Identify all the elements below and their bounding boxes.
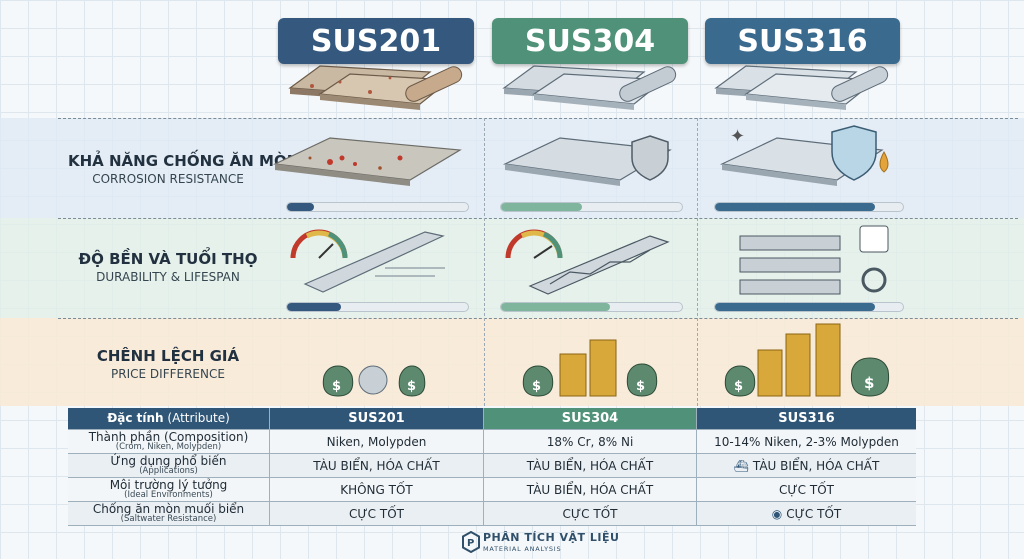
gauge-beam-icon (290, 229, 445, 293)
logo-title: PHÂN TÍCH VẬT LIỆU (483, 531, 620, 544)
ship-icon: ⛴ (733, 458, 749, 473)
row-label-main: Ứng dụng phổ biến (110, 453, 227, 468)
row-label-sub: (Applications) (139, 466, 198, 477)
svg-text:$: $ (532, 379, 541, 394)
divider (697, 118, 698, 406)
divider (58, 318, 1018, 319)
column-header-sus201: SUS201 (278, 18, 474, 64)
corrosion-level-sus316 (714, 202, 904, 212)
gauge-truss-icon (505, 229, 670, 295)
level-fill (715, 303, 875, 311)
cell-sus201: KHÔNG TỐT (270, 478, 484, 501)
table-header-sus304: SUS304 (484, 408, 697, 429)
rusty-plate-icon (272, 137, 462, 186)
cell-sus304: TÀU BIỂN, HÓA CHẤT (484, 478, 697, 501)
row-subtitle-price: PRICE DIFFERENCE (111, 367, 225, 381)
table-row: Thành phần (Composition) (Crom, Niken, M… (68, 430, 916, 454)
logo-subtitle: MATERIAL ANALYSIS (483, 545, 562, 553)
durability-level-sus316 (714, 302, 904, 312)
row-band-price (0, 318, 1024, 406)
divider (58, 218, 1018, 219)
corrosion-level-sus201 (286, 202, 469, 212)
durability-level-sus304 (500, 302, 683, 312)
cell-sus304: TÀU BIỂN, HÓA CHẤT (484, 454, 697, 477)
cell-sus201: CỰC TỐT (270, 502, 484, 525)
svg-text:✦: ✦ (730, 126, 745, 147)
row-title-durability: ĐỘ BỀN VÀ TUỔI THỌ (78, 250, 258, 268)
table-header-sus316: SUS316 (697, 408, 916, 429)
row-label-main: Chống ăn mòn muối biển (92, 501, 245, 516)
cell-sus316: ⛴TÀU BIỂN, HÓA CHẤT (697, 454, 916, 477)
table-row: Ứng dụng phổ biến (Applications) TÀU BIỂ… (68, 454, 916, 478)
row-label: Môi trường lý tưởng (Ideal Environments) (68, 478, 270, 501)
svg-text:$: $ (407, 379, 416, 394)
logo-icon: P (462, 531, 480, 553)
row-label-main: Thành phần (Composition) (88, 429, 249, 444)
table-row: Chống ăn mòn muối biển (Saltwater Resist… (68, 502, 916, 526)
divider (58, 118, 1018, 119)
row-label-sub: (Saltwater Resistance) (120, 514, 217, 525)
row-label-main: Môi trường lý tưởng (109, 477, 228, 492)
attribute-label: Đặc tính (107, 411, 164, 426)
money-bag-coins-medium-icon: $ $ (522, 339, 658, 397)
row-subtitle-corrosion: CORROSION RESISTANCE (92, 172, 244, 186)
level-fill (715, 203, 875, 211)
sus201-steel-illustration (288, 65, 463, 110)
svg-text:$: $ (734, 379, 743, 394)
table-header-sus201: SUS201 (270, 408, 484, 429)
column-header-sus304: SUS304 (492, 18, 688, 64)
durability-level-sus201 (286, 302, 469, 312)
cell-sus316: 10-14% Niken, 2-3% Molypden (714, 434, 899, 449)
cell-sus316: ◉CỰC TỐT (697, 502, 916, 525)
row-label-sub: (Ideal Environments) (124, 490, 213, 501)
row-title-price: CHÊNH LỆCH GIÁ (96, 347, 240, 365)
level-fill (501, 203, 583, 211)
money-bag-coins-small-icon: $ $ (322, 365, 426, 397)
column-header-sus316: SUS316 (705, 18, 900, 64)
cell-sus316-text: CỰC TỐT (786, 506, 842, 521)
cell-sus316-text: TÀU BIỂN, HÓA CHẤT (752, 458, 880, 473)
cell-sus304: CỰC TỐT (484, 502, 697, 525)
level-fill (287, 203, 315, 211)
row-label: Thành phần (Composition) (Crom, Niken, M… (68, 430, 270, 453)
sus304-steel-illustration (502, 65, 677, 110)
table-row: Môi trường lý tưởng (Ideal Environments)… (68, 478, 916, 502)
cell-sus201: TÀU BIỂN, HÓA CHẤT (270, 454, 484, 477)
row-label-sub: (Crom, Niken, Molypden) (115, 442, 222, 453)
steel-plate-shield-icon (502, 135, 672, 186)
row-label: Chống ăn mòn muối biển (Saltwater Resist… (68, 502, 270, 525)
row-subtitle-durability: DURABILITY & LIFESPAN (96, 270, 240, 284)
level-fill (287, 303, 342, 311)
sus316-steel-illustration (714, 65, 889, 110)
wave-icon: ◉ (771, 506, 783, 521)
attribute-label-en: (Attribute) (167, 411, 230, 426)
divider (484, 118, 485, 406)
svg-text:$: $ (636, 379, 645, 394)
cell-sus304: 18% Cr, 8% Ni (484, 430, 697, 453)
table-header-attribute: Đặc tính (Attribute) (68, 408, 270, 429)
table-header-row: Đặc tính (Attribute) SUS201 SUS304 SUS31… (68, 408, 916, 430)
row-label: Ứng dụng phổ biến (Applications) (68, 454, 270, 477)
cell-sus201: Niken, Molypden (270, 430, 484, 453)
row-title-corrosion: KHẢ NĂNG CHỐNG ĂN MÒN (68, 152, 300, 170)
money-bag-coins-large-icon: $ $ (724, 323, 890, 397)
corrosion-level-sus304 (500, 202, 683, 212)
svg-text:$: $ (864, 374, 874, 392)
svg-text:P: P (467, 538, 474, 549)
level-fill (501, 303, 610, 311)
structure-calendar-gear-icon (739, 225, 889, 295)
row-band-durability (0, 218, 1024, 318)
svg-text:$: $ (332, 379, 341, 394)
steel-plate-protected-icon: ✦ (719, 125, 889, 186)
cell-sus316: CỰC TỐT (779, 482, 834, 497)
